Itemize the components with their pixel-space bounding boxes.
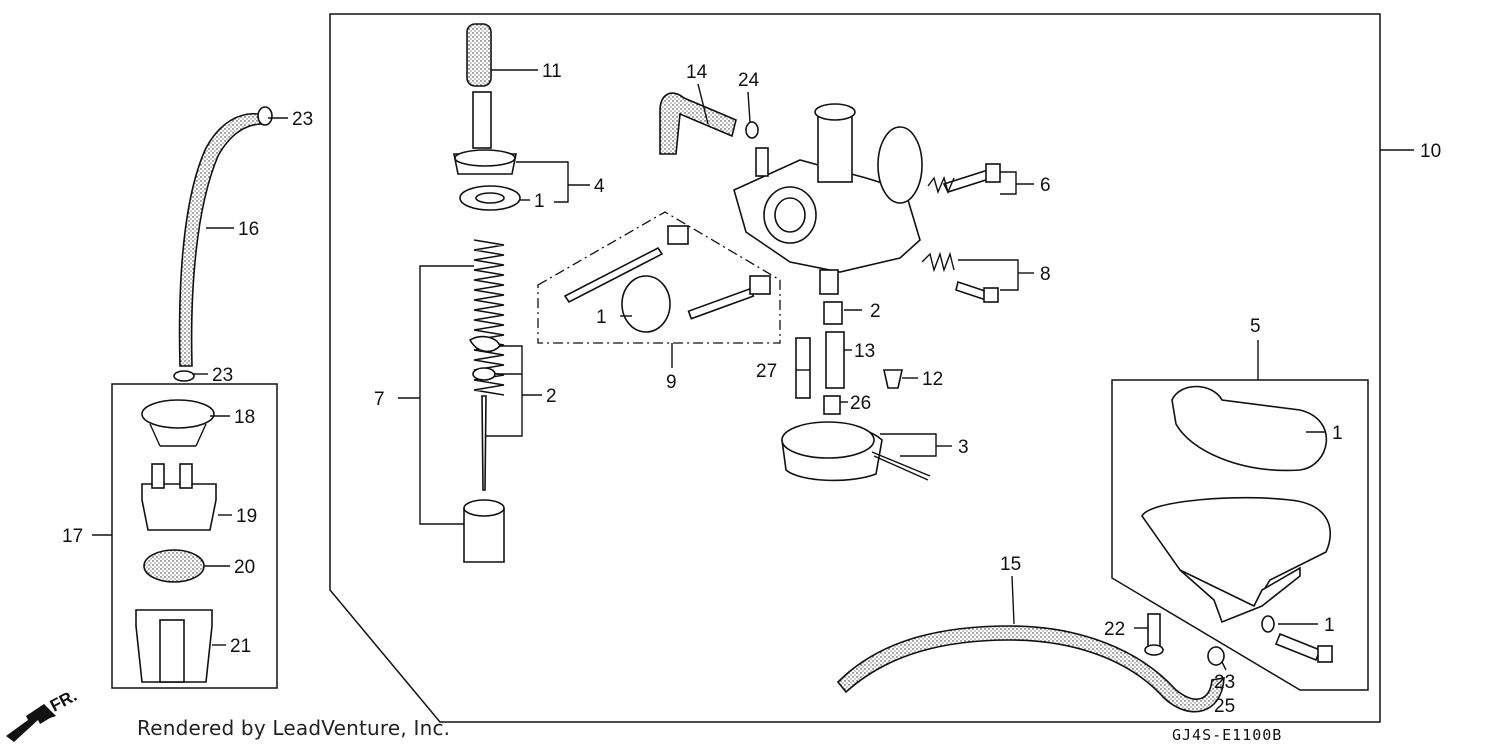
drain-screw-head [1317,645,1333,663]
float-3-pin [871,451,931,481]
air-cap-set-box [111,383,278,689]
front-arrow-icon [6,704,56,742]
nut-square-b [749,275,771,295]
label-1-washer: 1 [534,191,545,212]
tube-clip-23-top [257,106,273,126]
cap-cover-11 [466,23,492,87]
cap-19 [141,483,217,531]
jet-holder-13 [825,331,845,389]
label-25: 25 [1214,696,1235,717]
label-11: 11 [542,61,562,82]
cap-19-nozzle-left [151,463,165,489]
label-9: 9 [666,372,677,393]
stud-bolt-long [563,246,664,304]
label-23-top: 23 [292,109,313,130]
label-1-oring: 1 [596,307,607,328]
o-ring-1 [621,275,671,333]
front-direction-indicator: FR. [6,686,80,742]
filter-element-20 [143,549,205,583]
vent-nipple [755,147,769,177]
tube-clip-23-chamber [1207,646,1225,666]
main-jet-2 [823,301,843,325]
chamber-gasket-1 [1171,385,1328,472]
throttle-valve-top [463,499,505,517]
label-27: 27 [756,361,777,382]
label-13: 13 [854,341,875,362]
label-12: 12 [922,369,943,390]
carburetor-drain [819,269,839,295]
jet-needle [481,395,487,491]
label-5: 5 [1250,316,1261,337]
needle-clip [472,367,496,381]
stop-screw-6-spring [927,175,955,195]
air-screw-8-head [983,287,999,303]
part-number-labels: 23 16 23 18 19 20 21 17 11 4 1 7 2 1 9 1… [62,61,1441,717]
front-direction-label: FR. [47,686,80,716]
drain-tube-15 [836,625,1225,713]
label-3: 3 [958,437,969,458]
vent-tube-14 [659,92,737,155]
clip-ring-18-detail [149,423,207,447]
top-nut-4-base [454,149,516,167]
slow-jet-27 [795,337,811,399]
float-3-top [781,421,875,459]
label-23-left: 23 [212,365,233,386]
tube-clip-23-lower [173,370,195,382]
drain-screw [1274,632,1322,662]
label-23-chamber: 23 [1214,672,1235,693]
carburetor-top-ring [814,103,856,121]
label-7: 7 [374,389,385,410]
label-4: 4 [594,176,605,197]
float-chamber-5 [1141,496,1331,607]
clip-24 [745,121,759,139]
needle-jet-26 [823,395,841,415]
render-credit: Rendered by LeadVenture, Inc. [137,716,451,740]
clip-ring-18 [141,399,215,429]
washer-1-hole [475,192,505,204]
float-valve-12 [883,369,903,389]
label-21: 21 [230,636,251,657]
float-chamber-set-box [1111,379,1369,691]
label-22: 22 [1104,619,1125,640]
label-24: 24 [738,70,760,91]
label-10: 10 [1420,141,1441,162]
label-20: 20 [234,557,255,578]
cap-19-nozzle-right [179,463,193,489]
stud-bolt-short [687,287,755,320]
leader-lines [92,69,1414,671]
label-2-jet: 2 [870,301,881,322]
label-1-chamber: 1 [1324,615,1335,636]
case-21-bracket [159,619,185,683]
label-15: 15 [1000,554,1021,575]
label-26: 26 [850,393,871,414]
diagram-code: GJ4S-E1100B [1172,726,1283,744]
label-8: 8 [1040,264,1051,285]
float-chamber-5-body [1179,566,1301,624]
gasket-set-box [537,211,781,344]
stop-screw-6-head [985,163,1001,183]
label-1-gasket: 1 [1332,423,1343,444]
label-6: 6 [1040,175,1051,196]
label-19: 19 [236,506,257,527]
carburetor-assembly-outline [329,13,1381,723]
air-screw-8-spring [921,251,955,273]
chamber-o-ring-1 [1261,615,1275,633]
cable-adjuster [472,91,492,149]
screw-22-head [1144,644,1164,656]
label-14: 14 [686,62,708,83]
needle-clip-plate [468,335,501,353]
label-18: 18 [234,407,255,428]
label-2-needle: 2 [546,386,557,407]
label-16: 16 [238,219,259,240]
nut-square-a [667,225,689,245]
label-17: 17 [62,526,83,547]
carburetor-flange-bore-inner [774,197,806,233]
stop-screw-6 [942,169,994,193]
carburetor-intake-ring [877,126,923,204]
